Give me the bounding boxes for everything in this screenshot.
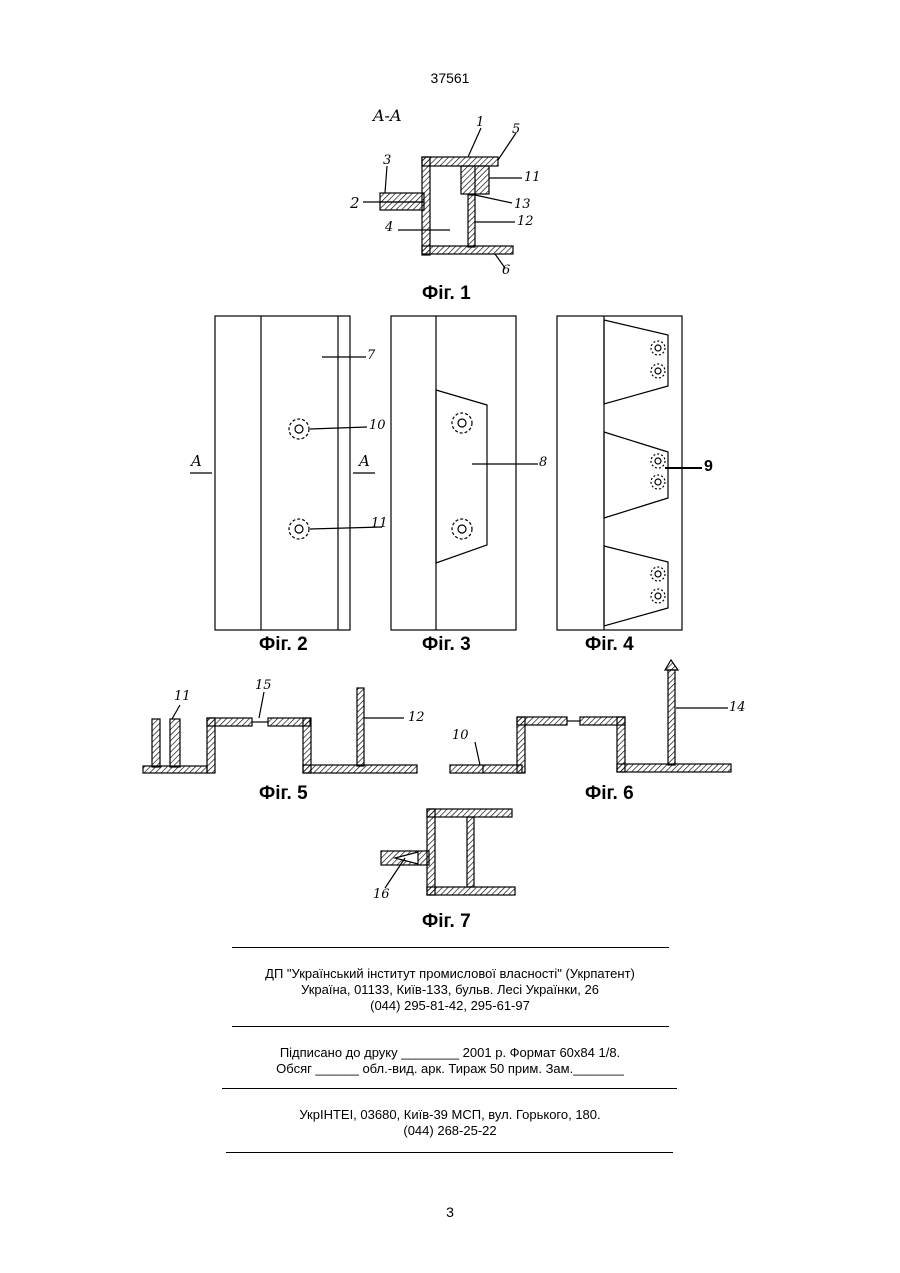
fig6-drawing [450,660,731,773]
divider [222,1088,677,1089]
fig4-drawing [557,316,702,630]
fig1-drawing [363,128,522,268]
divider [226,1152,673,1153]
fig1-ref-5: 5 [512,122,520,137]
fig2-drawing [190,316,382,630]
fig6-caption: Фіг. 6 [585,783,634,805]
section-label: A-A [373,106,402,125]
fig1-ref-11: 11 [524,170,541,185]
divider [232,1026,669,1027]
fig4-caption: Фіг. 4 [585,634,634,656]
fig6-ref-10: 10 [452,728,469,743]
print-info-block: Підписано до друку ________ 2001 р. Форм… [0,1045,900,1077]
print-info-line2: Обсяг ______ обл.-вид. арк. Тираж 50 при… [0,1061,900,1077]
fig2-ref-7: 7 [367,348,375,363]
printer-block: УкрІНТЕІ, 03680, Київ-39 МСП, вул. Горьк… [0,1107,900,1139]
fig2-caption: Фіг. 2 [259,634,308,656]
fig3-drawing [391,316,538,630]
fig1-ref-2: 2 [350,194,360,212]
fig3-caption: Фіг. 3 [422,634,471,656]
publisher-phone: (044) 295-81-42, 295-61-97 [0,998,900,1014]
fig2-ref-11: 11 [371,516,388,531]
fig3-ref-8: 8 [539,455,547,470]
fig7-ref-16: 16 [373,887,390,902]
publisher-name: ДП "Український інститут промислової вла… [0,966,900,982]
divider [232,947,669,948]
fig6-ref-14: 14 [729,700,746,715]
fig2-cut-left: A [191,452,202,470]
printer-address: УкрІНТЕІ, 03680, Київ-39 МСП, вул. Горьк… [0,1107,900,1123]
fig1-ref-12: 12 [517,214,534,229]
publisher-address: Україна, 01133, Київ-133, бульв. Лесі Ук… [0,982,900,998]
fig5-ref-12: 12 [408,710,425,725]
fig5-ref-15: 15 [255,678,272,693]
fig7-drawing [381,809,515,895]
publisher-block: ДП "Український інститут промислової вла… [0,966,900,1014]
fig1-ref-4: 4 [385,220,393,235]
fig5-caption: Фіг. 5 [259,783,308,805]
fig2-ref-10: 10 [369,418,386,433]
printer-phone: (044) 268-25-22 [0,1123,900,1139]
fig1-caption: Фіг. 1 [422,283,471,305]
page-number: 3 [0,1204,900,1220]
fig1-ref-13: 13 [514,197,531,212]
print-info-line1: Підписано до друку ________ 2001 р. Форм… [0,1045,900,1061]
fig5-ref-11: 11 [174,689,191,704]
fig7-caption: Фіг. 7 [422,911,471,933]
fig4-ref-9: 9 [704,458,713,476]
fig1-ref-3: 3 [383,153,391,168]
fig1-ref-6: 6 [502,263,510,278]
fig1-ref-1: 1 [476,115,484,130]
fig2-cut-right: A [359,452,370,470]
